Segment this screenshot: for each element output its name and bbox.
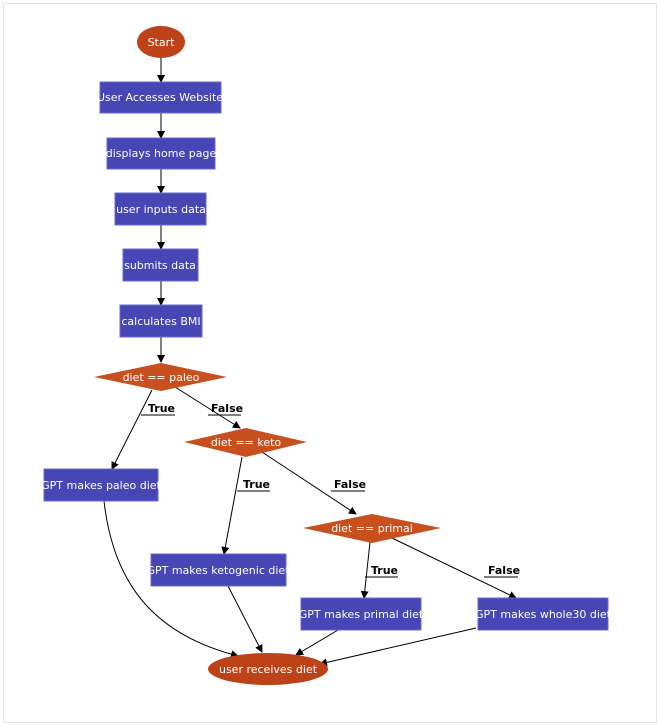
edge-labels: True False True False True False <box>141 402 520 578</box>
edge-paleo-end <box>103 500 239 659</box>
node-keto[interactable]: GPT makes ketogenic diet <box>146 553 290 587</box>
node-primal-label: GPT makes primal diet <box>299 608 424 621</box>
node-paleo[interactable]: GPT makes paleo diet <box>41 468 162 502</box>
node-keto-label: GPT makes ketogenic diet <box>146 564 290 577</box>
edge-dketo-dprimal <box>261 451 357 515</box>
node-bmi-label: calculates BMI <box>121 315 200 328</box>
edge-dketo-keto <box>221 456 243 555</box>
node-paleo-label: GPT makes paleo diet <box>41 479 161 492</box>
edge-dprimal-whole30 <box>391 537 517 599</box>
node-whole30[interactable]: GPT makes whole30 diet <box>475 597 612 631</box>
node-home-label: displays home page <box>106 147 217 160</box>
label-keto-true: True <box>243 478 270 491</box>
node-submits-label: submits data <box>124 259 196 272</box>
label-keto-false: False <box>334 478 366 491</box>
node-inputs[interactable]: user inputs data <box>114 192 207 226</box>
node-home[interactable]: displays home page <box>106 137 217 170</box>
node-bmi[interactable]: calculates BMI <box>119 304 203 338</box>
node-decision-keto-label: diet == keto <box>211 436 282 449</box>
node-decision-paleo[interactable]: diet == paleo <box>94 363 227 391</box>
edge-dpaleo-dketo <box>174 386 241 429</box>
node-submits[interactable]: submits data <box>122 248 199 282</box>
node-end-label: user receives diet <box>219 663 318 676</box>
node-decision-primal[interactable]: diet == primal <box>303 514 441 543</box>
edge-dprimal-primal <box>360 541 371 599</box>
node-whole30-label: GPT makes whole30 diet <box>475 608 612 621</box>
node-decision-paleo-label: diet == paleo <box>123 371 200 384</box>
node-inputs-label: user inputs data <box>116 203 206 216</box>
label-primal-true: True <box>371 564 398 577</box>
node-primal[interactable]: GPT makes primal diet <box>299 597 424 631</box>
label-paleo-false: False <box>211 402 243 415</box>
edge-whole30-end <box>319 627 477 667</box>
node-access[interactable]: User Accesses Website <box>97 81 223 114</box>
edge-dpaleo-paleo <box>111 389 153 470</box>
node-start-label: Start <box>148 36 176 49</box>
edge-keto-end <box>227 585 263 653</box>
node-start[interactable]: Start <box>137 26 185 58</box>
node-decision-keto[interactable]: diet == keto <box>184 428 307 457</box>
edges <box>103 58 517 667</box>
node-decision-primal-label: diet == primal <box>331 522 413 535</box>
label-paleo-true: True <box>148 402 175 415</box>
node-access-label: User Accesses Website <box>97 91 223 104</box>
edge-primal-end <box>295 629 339 656</box>
node-end[interactable]: user receives diet <box>208 653 328 685</box>
label-primal-false: False <box>488 564 520 577</box>
